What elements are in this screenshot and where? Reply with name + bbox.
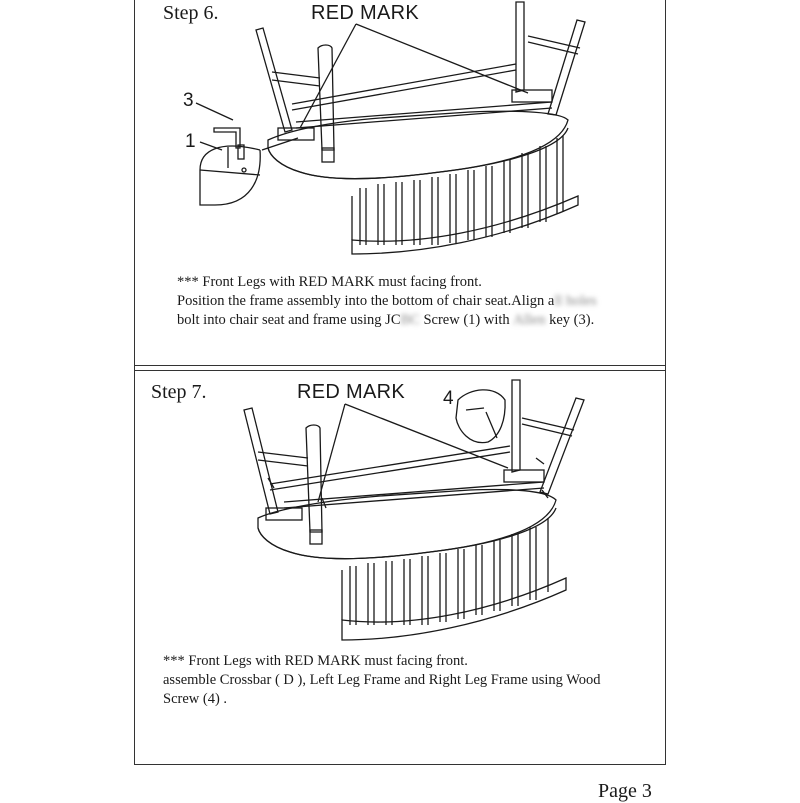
- back-rail: [341, 576, 567, 641]
- leg-front-left: [317, 44, 335, 151]
- screw-icon: [541, 489, 549, 499]
- step-6-callout-3: 3: [183, 90, 194, 111]
- blurred-text: Allen: [513, 312, 546, 328]
- step-6-title: Step 6.: [163, 2, 219, 24]
- step-7-red-mark-label: RED MARK: [297, 381, 405, 403]
- step-6-callout-1: 1: [185, 131, 196, 152]
- screw-icon: [321, 497, 327, 509]
- screw-icon: [267, 477, 275, 489]
- instruction-line: *** Front Legs with RED MARK must facing…: [163, 653, 468, 669]
- leg-back-left: [243, 407, 279, 515]
- screw-icon: [237, 144, 245, 160]
- detail-view: [455, 389, 506, 444]
- page-number: Page 3: [598, 780, 652, 802]
- seat-outline: [257, 488, 557, 560]
- back-spindles: [359, 136, 564, 245]
- step-7-callout-4: 4: [443, 388, 454, 409]
- leg-front-right: [511, 379, 521, 473]
- step-6-instructions: *** Front Legs with RED MARK must facing…: [177, 273, 597, 330]
- pointer-line: [344, 403, 509, 469]
- back-spindles: [349, 518, 549, 625]
- instruction-line: Screw (4) .: [163, 691, 228, 707]
- screw-icon: [465, 407, 485, 411]
- instruction-line: Position the frame assembly into the bot…: [177, 293, 597, 309]
- blurred-text: ll holes: [554, 293, 597, 309]
- section-divider: [134, 365, 666, 366]
- screw-icon: [535, 457, 545, 465]
- blurred-text: BC: [400, 312, 420, 328]
- back-rail: [351, 195, 579, 255]
- step-7-instructions: *** Front Legs with RED MARK must facing…: [163, 652, 601, 709]
- seat-edge: [267, 127, 569, 180]
- step-7-title: Step 7.: [151, 381, 207, 403]
- leg-front-left: [305, 424, 323, 533]
- instruction-line: assemble Crossbar ( D ), Left Leg Frame …: [163, 672, 601, 688]
- step-6-red-mark-label: RED MARK: [311, 2, 419, 24]
- leg-back-right: [539, 397, 585, 495]
- crossbar: [291, 63, 517, 105]
- pointer-line: [299, 23, 357, 129]
- leg-back-left: [255, 27, 293, 133]
- instruction-line: bolt into chair seat and frame using JCB…: [177, 312, 595, 328]
- seat-edge: [257, 507, 557, 560]
- leg-back-right: [547, 19, 586, 116]
- pointer-line: [317, 403, 346, 503]
- crossbar: [269, 445, 511, 485]
- allen-key-icon: [213, 127, 241, 149]
- section-divider: [134, 370, 666, 371]
- instruction-line: *** Front Legs with RED MARK must facing…: [177, 274, 482, 290]
- page-frame: [134, 0, 666, 765]
- pointer-line: [355, 23, 529, 94]
- detail-view: [199, 145, 261, 206]
